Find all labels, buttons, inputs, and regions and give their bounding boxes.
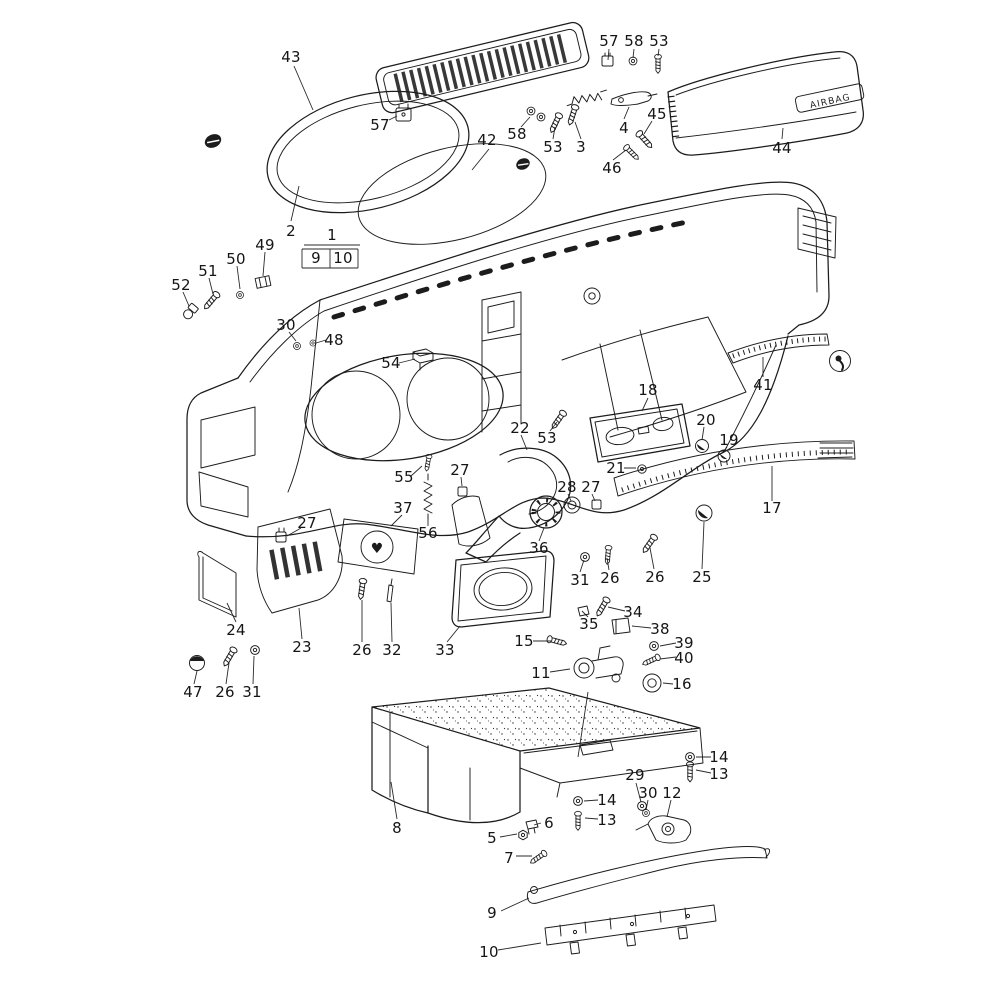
- knob-19-drawing: [717, 449, 731, 463]
- ring-16-drawing: [642, 673, 662, 693]
- gauge-bezel-22-drawing: [451, 447, 602, 563]
- grommet-43-drawing: [204, 134, 222, 148]
- knob-20-drawing: [695, 439, 709, 453]
- spring-56-drawing: [423, 473, 433, 520]
- lever-4-drawing: [610, 91, 658, 106]
- channel-strip-24-drawing: [197, 550, 237, 618]
- clip-6-drawing: [525, 819, 539, 835]
- pin-52-drawing: [183, 302, 199, 320]
- center-panel-18-drawing: [589, 403, 691, 463]
- clip-57-top-drawing: [601, 52, 614, 67]
- speaker-panel-23-drawing: [256, 508, 343, 614]
- latch-12-drawing: [635, 815, 692, 844]
- pin-32-drawing: [386, 578, 394, 603]
- knob-47-drawing: [189, 655, 205, 671]
- heart-cutout-glyph: ♥: [371, 541, 384, 557]
- hinge-strip-9-drawing: [526, 846, 771, 904]
- glovebox-drawing: [371, 687, 704, 824]
- airbag-label: AIRBAG: [809, 93, 852, 111]
- clip-27-left-drawing: [275, 527, 287, 543]
- knob-25-drawing: [695, 504, 713, 522]
- speaker-plate-37-drawing: ♥: [337, 518, 419, 575]
- dashboard-body-drawing: [186, 181, 837, 538]
- side-panel-33-drawing: [451, 550, 555, 628]
- trim-strip-41-drawing: [727, 333, 830, 364]
- clip-35-drawing: [577, 605, 590, 617]
- clip-57-left-drawing: [395, 103, 412, 122]
- spring-drawing: [566, 89, 607, 107]
- grommet-41-end-drawing: [829, 350, 851, 372]
- leader-lines: [182, 48, 784, 951]
- airbag-unit-drawing: AIRBAG: [667, 50, 865, 156]
- mounting-rail-10-drawing: [544, 904, 717, 955]
- ignition-assembly-11-drawing: [573, 645, 624, 683]
- clip-49-drawing: [254, 275, 272, 289]
- clip-54-drawing: [412, 348, 434, 371]
- grommet-small-drawing: [516, 158, 530, 170]
- defroster-grille-drawing: [375, 21, 590, 114]
- trim-strip-17-drawing: [613, 440, 856, 497]
- bezel-ring-2-drawing: [266, 90, 470, 214]
- seal-42-drawing: [357, 143, 547, 245]
- bracket-38-drawing: [611, 617, 631, 635]
